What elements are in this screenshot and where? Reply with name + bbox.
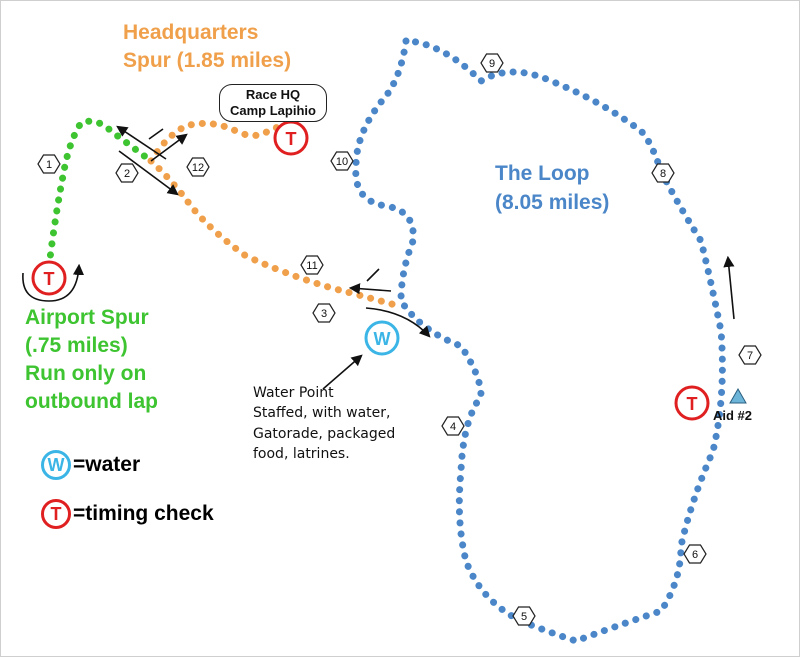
svg-text:T: T [286, 129, 297, 149]
waypoint-label: 10 [336, 156, 348, 168]
arrow-hook-11 [366, 268, 380, 282]
water-point-marker: W [364, 320, 400, 356]
waypoint-label: 11 [306, 260, 317, 272]
timing-check-hq: T [273, 120, 309, 156]
hq-route [147, 119, 403, 310]
airport-label-line3: Run only on [25, 362, 147, 385]
arrow-toward-1 [116, 125, 167, 160]
waypoint-label: 3 [321, 308, 327, 320]
waypoint-label: 4 [450, 421, 456, 433]
waypoint-2: 2 [115, 163, 139, 183]
waypoint-3: 3 [312, 303, 336, 323]
legend-water-icon: W [41, 450, 71, 480]
airport-label-line1: Airport Spur [25, 306, 149, 329]
waypoint-label: 1 [46, 159, 52, 171]
arrow-outbound-3 [365, 307, 431, 338]
svg-text:T: T [687, 394, 698, 414]
waypoint-7: 7 [738, 345, 762, 365]
legend-timing-text: =timing check [73, 502, 214, 525]
legend-water-text: =water [73, 453, 141, 476]
waypoint-4: 4 [441, 416, 465, 436]
race-hq-label: Race HQ Camp Lapihio [219, 84, 327, 122]
hq-spur-label-line2: Spur (1.85 miles) [123, 49, 292, 72]
waypoint-1: 1 [37, 154, 61, 174]
aid-station-label: Aid #2 [713, 408, 753, 423]
water-point-note: Water Point Staffed, with water, Gatorad… [253, 383, 395, 464]
water-note-line2: Staffed, with water, [253, 405, 391, 422]
waypoint-8: 8 [651, 163, 675, 183]
aid-triangle-icon [729, 387, 747, 404]
waypoint-label: 6 [692, 549, 698, 561]
airport-label-line4: outbound lap [25, 390, 158, 413]
water-note-line1: Water Point [253, 385, 334, 401]
airport-spur-label: Airport Spur (.75 miles) Run only on out… [25, 304, 158, 416]
arrow-toward-hq [150, 133, 188, 162]
timing-check-aid2: T [674, 385, 710, 421]
timing-check-airport: T [31, 260, 67, 296]
waypoint-label: 5 [521, 611, 527, 623]
direction-arrows [22, 125, 735, 390]
legend-timing-icon: T [41, 499, 71, 529]
arrow-water-pointer [322, 354, 363, 390]
waypoint-label: 9 [489, 58, 495, 70]
airport-turnaround-arrow [22, 263, 85, 302]
hq-spur-label-line1: Headquarters [123, 21, 259, 44]
waypoint-12: 12 [186, 157, 210, 177]
airport-label-line2: (.75 miles) [25, 334, 128, 357]
loop-route [352, 37, 726, 645]
waypoint-5: 5 [512, 606, 536, 626]
svg-text:W: W [374, 329, 391, 349]
arrow-loop-7 [723, 255, 735, 320]
waypoint-label: 7 [747, 350, 753, 362]
airport-route [45, 117, 155, 270]
arrow-outbound-2 [118, 150, 179, 196]
arrow-hook-hq [148, 128, 164, 140]
loop-label-line1: The Loop [495, 162, 590, 185]
waypoint-10: 10 [330, 151, 354, 171]
timing-checkpoints: T T T [31, 120, 710, 421]
waypoint-label: 2 [124, 168, 130, 180]
waypoint-6: 6 [683, 544, 707, 564]
water-note-line4: food, latrines. [253, 445, 350, 462]
arrow-return-11 [348, 283, 392, 295]
loop-label-line2: (8.05 miles) [495, 191, 610, 214]
svg-text:T: T [44, 269, 55, 289]
legend-timing: T =timing check [41, 499, 214, 529]
water-note-line3: Gatorade, packaged [253, 425, 396, 442]
hq-spur-label: Headquarters Spur (1.85 miles) [123, 19, 291, 75]
race-hq-line1: Race HQ [245, 87, 301, 102]
waypoint-9: 9 [480, 53, 504, 73]
waypoint-label: 12 [192, 162, 204, 174]
loop-label: The Loop (8.05 miles) [495, 159, 609, 217]
legend-water: W =water [41, 450, 140, 480]
waypoint-label: 8 [660, 168, 666, 180]
waypoint-11: 11 [300, 255, 324, 275]
race-hq-line2: Camp Lapihio [230, 103, 316, 118]
